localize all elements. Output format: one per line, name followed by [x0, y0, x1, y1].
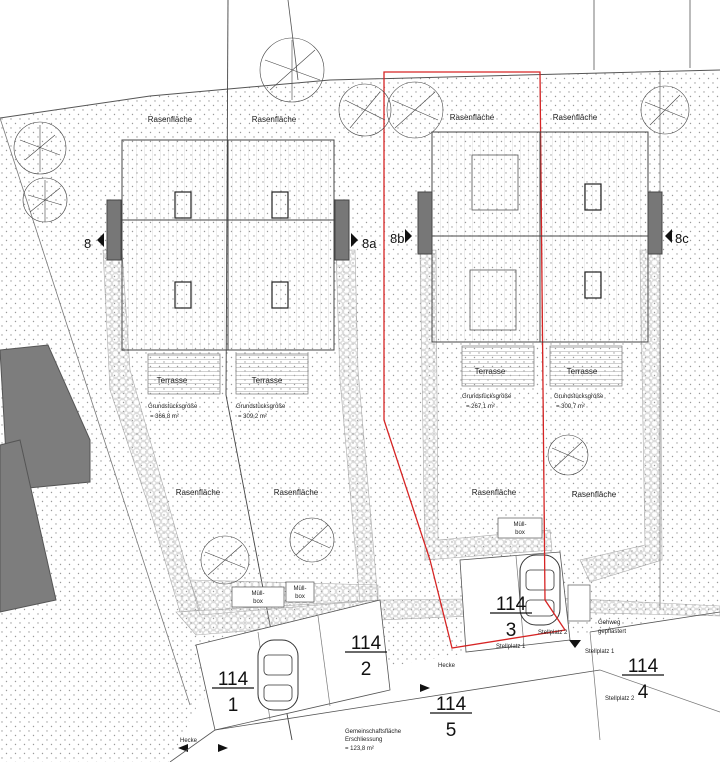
neighbour-building-2 — [0, 439, 57, 613]
bin-label: Müll- — [514, 522, 527, 528]
boundary-line — [0, 69, 720, 119]
skylight — [471, 154, 519, 211]
parcel-number: 4 — [638, 682, 649, 703]
marker-arrow — [97, 233, 104, 247]
car-left — [257, 639, 299, 711]
plot-size-value: = 309,2 m² — [238, 414, 267, 420]
parcel-number: 5 — [446, 720, 457, 741]
marker-arrow — [178, 744, 188, 752]
plot-size-value: = 267,1 m² — [466, 404, 495, 410]
plot-size-title: Grundstücksgröße — [236, 404, 286, 410]
lawn-label: Rasenfläche — [252, 115, 297, 124]
plot-size-title: Grundstücksgröße — [554, 394, 604, 400]
skylight — [584, 183, 602, 211]
skylight — [174, 191, 192, 219]
hedge-label: Hecke — [438, 663, 456, 669]
walkway-label: gepflastert — [598, 629, 626, 635]
house-number: 8c — [675, 231, 689, 246]
parking-label: Stellplatz 1 — [496, 644, 526, 650]
plot-size-value: = 366,8 m² — [150, 414, 179, 420]
parcel-number: 114 — [496, 594, 527, 615]
skylight — [271, 281, 289, 309]
marker-arrow — [218, 744, 228, 752]
parking-label: Stellplatz 2 — [605, 696, 635, 702]
terrace-label: Terrasse — [567, 367, 598, 376]
hedge-label: Hecke — [180, 738, 198, 744]
boundary-top-a — [287, 0, 299, 81]
lawn-label: Rasenfläche — [472, 488, 517, 497]
tree — [13, 37, 690, 585]
parcel-number: 3 — [506, 620, 517, 641]
terrace — [235, 353, 309, 395]
plot-size-title: Grundstücksgröße — [462, 394, 512, 400]
boundary-left — [0, 117, 191, 706]
skylight — [584, 271, 602, 299]
parking-label: Stellplatz 1 — [585, 649, 615, 655]
lawn-label: Rasenfläche — [176, 488, 221, 497]
bin-label: box — [515, 530, 525, 536]
lawn-label: Rasenfläche — [148, 115, 193, 124]
lawn-label: Rasenfläche — [274, 488, 319, 497]
skylight — [174, 281, 192, 309]
common-area-size: = 123,8 m² — [345, 746, 374, 752]
road-edge — [169, 729, 216, 762]
bin-box — [567, 584, 591, 622]
terrace-label: Terrasse — [157, 376, 188, 385]
bin-box — [231, 586, 285, 608]
skylight — [271, 191, 289, 219]
marker-arrow — [405, 229, 412, 243]
lawn-label: Rasenfläche — [572, 490, 617, 499]
house-right-pair — [417, 131, 663, 343]
terrace-label: Terrasse — [252, 376, 283, 385]
marker-arrow — [351, 233, 358, 247]
plot-size-title: Grundstücksgröße — [148, 404, 198, 410]
walkway-label: Gehweg — [598, 620, 620, 626]
bin-label: Müll- — [294, 586, 307, 592]
house-left-pair — [106, 139, 350, 351]
house-number: 8 — [84, 236, 91, 251]
bin-label: box — [295, 594, 305, 600]
lawn-label: Rasenfläche — [553, 113, 598, 122]
bin-label: box — [253, 599, 263, 605]
parcel-number: 1 — [228, 695, 239, 716]
terrace-label: Terrasse — [475, 367, 506, 376]
terrace — [549, 345, 623, 387]
parcel-number: 114 — [436, 694, 467, 715]
terrace — [147, 353, 221, 395]
lawn-label: Rasenfläche — [450, 113, 495, 122]
terrace — [461, 345, 535, 387]
marker-arrow — [569, 640, 581, 648]
bin-label: Müll- — [252, 591, 265, 597]
house-number: 8a — [362, 236, 377, 251]
common-area-label: Gemeinschaftsfläche — [345, 729, 402, 735]
parcel-number: 114 — [351, 633, 382, 654]
parcel-number: 114 — [628, 656, 659, 677]
bin-box — [497, 517, 543, 539]
house-number: 8b — [390, 231, 404, 246]
common-area-label: Erschliessung — [345, 737, 382, 743]
marker-arrow — [665, 229, 672, 243]
parcel-number: 114 — [218, 669, 249, 690]
parcel-number: 2 — [361, 659, 372, 680]
skylight — [469, 269, 517, 331]
marker-arrow — [420, 684, 430, 692]
plot-size-value: = 300,7 m² — [556, 404, 585, 410]
parking-label: Stellplatz 2 — [538, 630, 568, 636]
bin-box — [285, 581, 315, 603]
